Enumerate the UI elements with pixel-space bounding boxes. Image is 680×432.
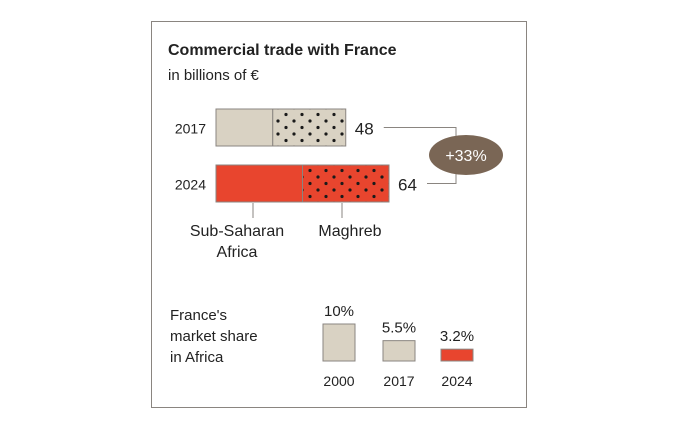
maghreb-label: Maghreb	[318, 223, 381, 240]
share-value-2000: 10%	[324, 303, 354, 320]
share-value-2017: 5.5%	[382, 320, 416, 337]
series-labels: Sub-Saharan Africa Maghreb	[190, 203, 382, 261]
share-year-2017: 2017	[383, 373, 414, 389]
sub-saharan-label-line1: Sub-Saharan	[190, 223, 284, 240]
market-share-title-line1: France's	[170, 307, 227, 324]
year-label-2017: 2017	[175, 121, 206, 137]
chart-subtitle: in billions of €	[168, 67, 260, 84]
share-bar-2000	[322, 323, 356, 362]
bar-2017-sub-saharan	[215, 108, 274, 147]
share-value-2024: 3.2%	[440, 328, 474, 345]
market-share-title-line2: market share	[170, 328, 258, 345]
share-bar-2024	[440, 348, 474, 362]
bar-2017-maghreb	[272, 108, 347, 147]
share-year-2024: 2024	[441, 373, 472, 389]
share-bar-2017	[382, 340, 416, 362]
share-year-2000: 2000	[323, 373, 354, 389]
market-share-title: France's market share in Africa	[170, 307, 258, 366]
chart-title: Commercial trade with France	[168, 42, 397, 59]
change-badge-label: +33%	[445, 148, 486, 165]
sub-saharan-label-line2: Africa	[217, 244, 258, 261]
change-badge: +33%	[429, 135, 503, 175]
bar-2024-sub-saharan	[215, 164, 303, 203]
year-label-2024: 2024	[175, 177, 206, 193]
total-label-2017: 48	[355, 120, 374, 139]
bar-2024-maghreb	[302, 164, 390, 203]
trade-bars: 2017 48 2024 64	[175, 108, 417, 203]
market-share-bars: 10% 2000 5.5% 2017 3.2% 2024	[322, 303, 474, 389]
market-share-title-line3: in Africa	[170, 349, 224, 366]
total-label-2024: 64	[398, 176, 417, 195]
change-badge-shape	[429, 135, 503, 175]
